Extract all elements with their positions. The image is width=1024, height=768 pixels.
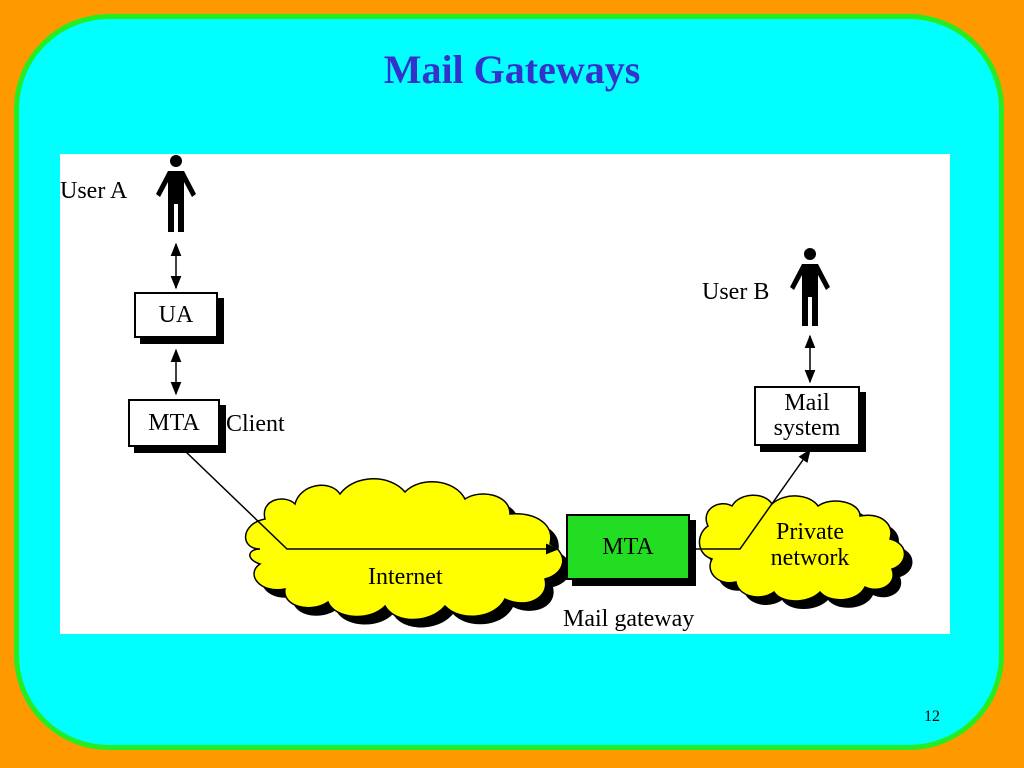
client-mta-box: MTA xyxy=(128,399,220,447)
private-network-label: Private network xyxy=(760,519,860,571)
mail-gateway-label: Mail gateway xyxy=(563,606,695,632)
mail-system-line1: Mail xyxy=(784,390,830,416)
slide-title: Mail Gateways xyxy=(383,47,641,92)
mail-system-line2: system xyxy=(773,415,841,441)
diagram-graphics xyxy=(156,155,913,628)
internet-label: Internet xyxy=(368,564,443,590)
mail-gateway-diagram: User A User B UA MTA Client Mail system … xyxy=(60,154,950,634)
arrow-gateway-to-mail-system xyxy=(695,448,811,550)
page-number: 12 xyxy=(924,708,940,725)
user-b-figure-icon xyxy=(790,248,830,326)
user-a-label: User A xyxy=(60,178,128,204)
ua-box: UA xyxy=(134,292,218,338)
private-network-line2: network xyxy=(770,545,850,571)
gateway-mta-box-label: MTA xyxy=(602,533,654,560)
arrow-client-to-gateway xyxy=(183,449,560,555)
gateway-mta-box: MTA xyxy=(566,514,690,580)
ua-box-label: UA xyxy=(158,301,194,328)
client-label: Client xyxy=(226,411,285,437)
user-b-label: User B xyxy=(702,279,770,305)
user-a-figure-icon xyxy=(156,155,196,232)
private-network-line1: Private xyxy=(776,519,844,545)
client-mta-box-label: MTA xyxy=(148,409,200,436)
mail-system-box: Mail system xyxy=(754,386,860,446)
